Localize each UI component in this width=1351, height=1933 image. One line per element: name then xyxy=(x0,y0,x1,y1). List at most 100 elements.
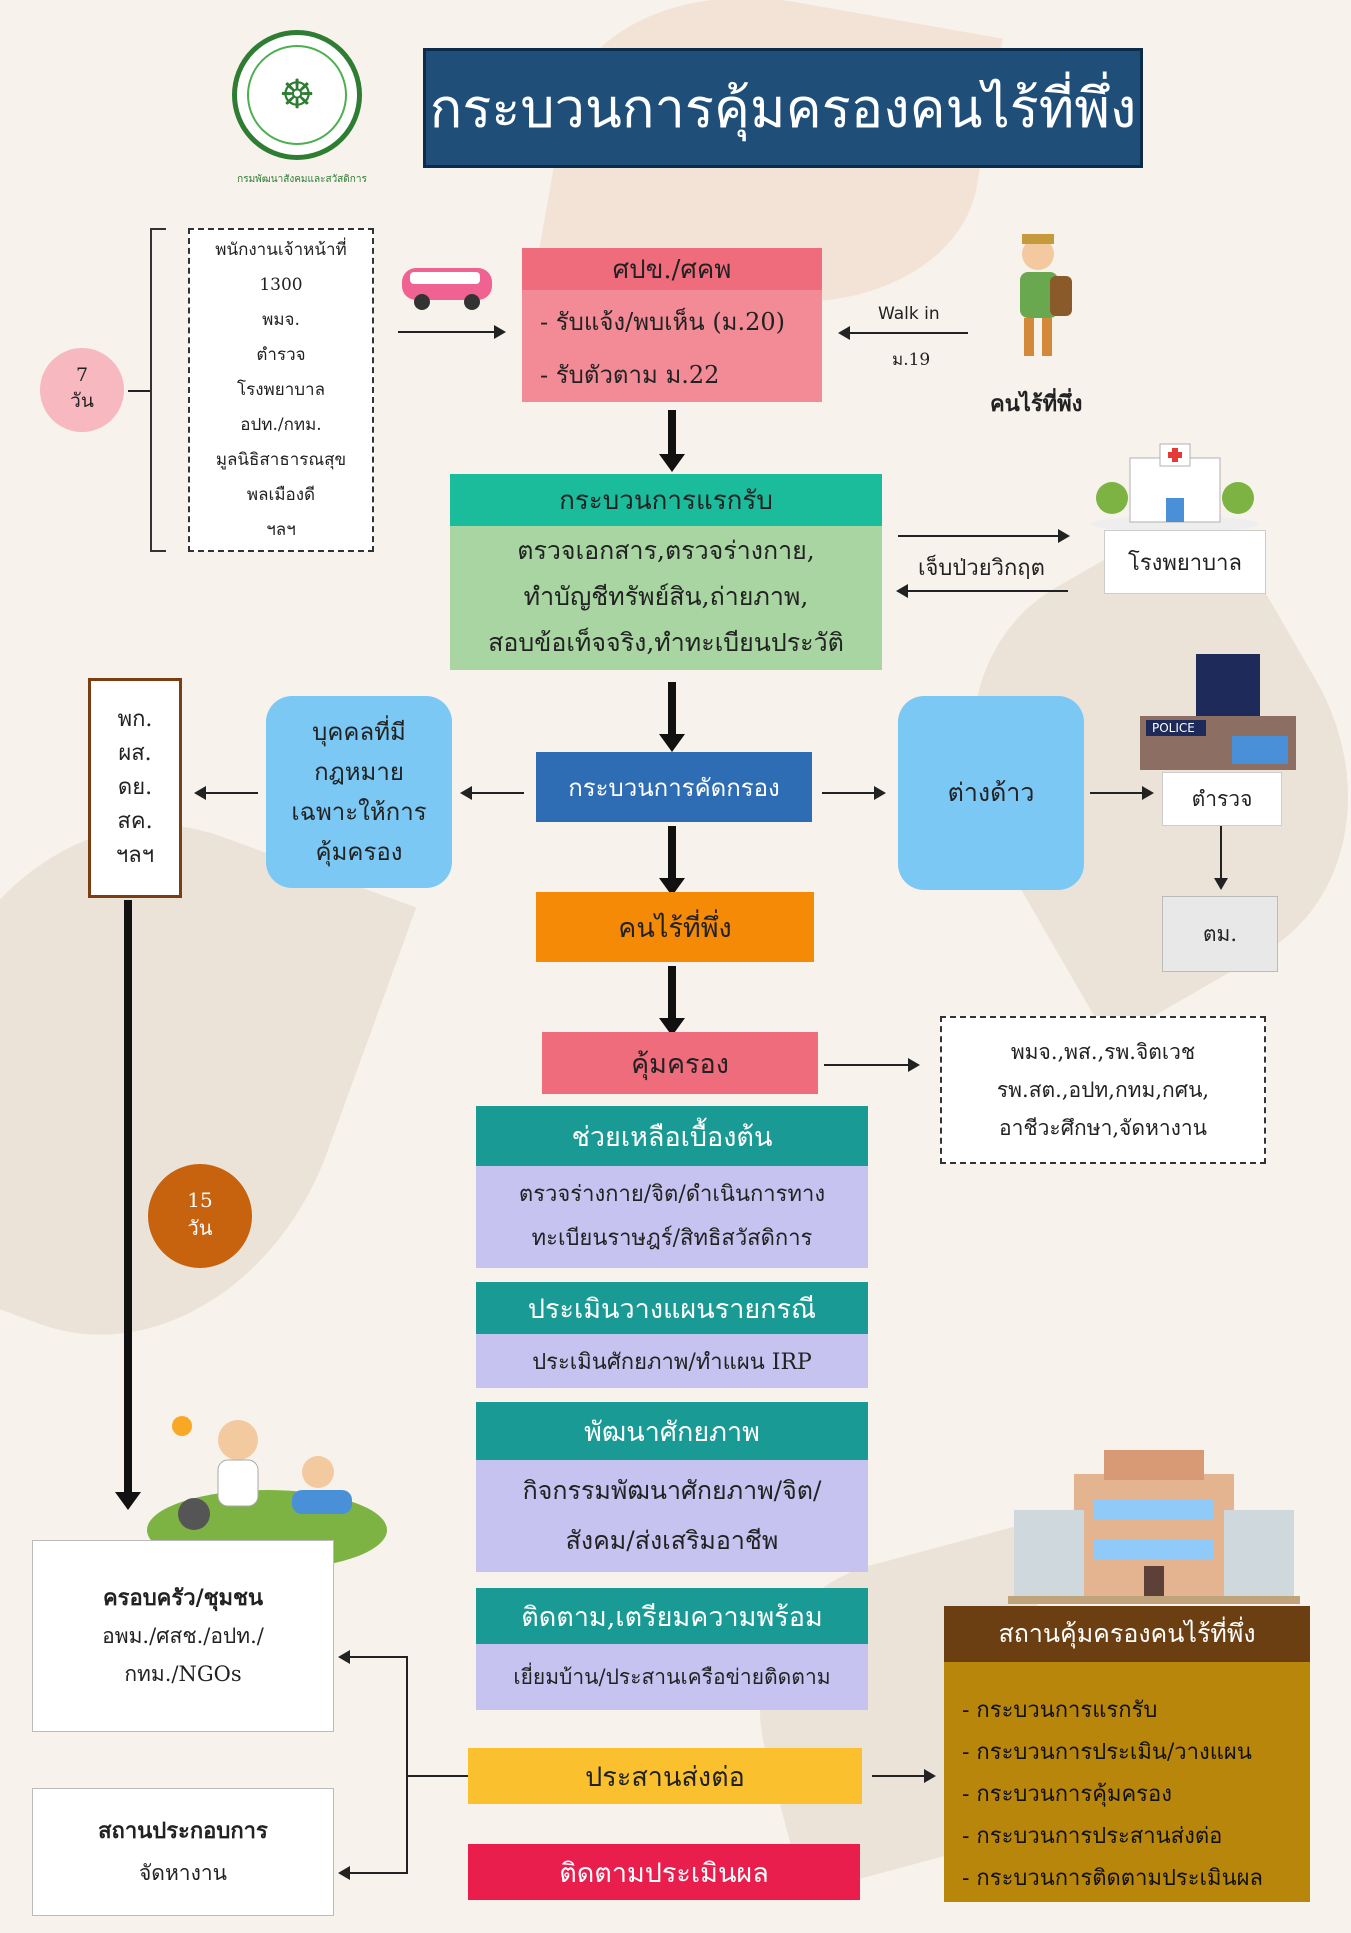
admission-details: ตรวจเอกสาร,ตรวจร่างกาย, ทำบัญชีทรัพย์สิน… xyxy=(450,526,882,666)
followup-prep-line: เยี่ยมบ้าน/ประสานเครือข่ายติดตาม xyxy=(476,1644,868,1710)
admission-heading: กระบวนการแรกรับ xyxy=(450,474,882,526)
family-heading: ครอบครัว/ชุมชน xyxy=(102,1585,264,1611)
followup-prep-heading: ติดตาม,เตรียมความพร้อม xyxy=(476,1588,868,1644)
seven-days-unit: วัน xyxy=(70,390,94,412)
partner-line: อาชีวะศึกษา,จัดหางาน xyxy=(998,1116,1208,1140)
agency-item: ดย. xyxy=(117,775,153,800)
special-law-box: บุคคลที่มี กฎหมาย เฉพาะให้การ คุ้มครอง xyxy=(266,696,452,888)
officer-item: ตำรวจ xyxy=(256,344,306,365)
case-plan-heading: ประเมินวางแผนรายกรณี xyxy=(476,1282,868,1334)
agency-item: ฯลฯ xyxy=(115,843,155,868)
fifteen-days-unit: วัน xyxy=(187,1216,213,1240)
officer-item: โรงพยาบาล xyxy=(236,379,326,400)
shelter-process-item: - กระบวนการแรกรับ xyxy=(962,1698,1158,1723)
shelter-box: สถานคุ้มครองคนไร้ที่พึ่ง - กระบวนการแรกร… xyxy=(944,1606,1310,1902)
seven-days-badge: 7 วัน xyxy=(40,348,124,432)
foreigner-box: ต่างด้าว xyxy=(898,696,1084,890)
admission-line: ทำบัญชีทรัพย์สิน,ถ่ายภาพ, xyxy=(523,582,809,611)
fifteen-days-badge: 15 วัน xyxy=(148,1164,252,1268)
arrow-to-intake xyxy=(398,325,506,339)
employer-box: สถานประกอบการ จัดหางาน xyxy=(32,1788,334,1916)
basic-help-box: ช่วยเหลือเบื้องต้น ตรวจร่างกาย/จิต/ดำเนิ… xyxy=(476,1106,868,1268)
intake-box: ศปข./ศคพ - รับแจ้ง/พบเห็น (ม.20) - รับตั… xyxy=(522,248,822,402)
department-logo: ☸ xyxy=(232,30,362,160)
followup-prep-box: ติดตาม,เตรียมความพร้อม เยี่ยมบ้าน/ประสาน… xyxy=(476,1588,868,1710)
van-icon xyxy=(398,262,498,312)
employer-heading: สถานประกอบการ xyxy=(98,1818,268,1844)
special-law-line: กฎหมาย xyxy=(314,758,404,786)
shelter-process-item: - กระบวนการประสานส่งต่อ xyxy=(962,1824,1223,1849)
agencies-to-family-line xyxy=(124,900,132,1494)
fifteen-days-number: 15 xyxy=(187,1188,213,1212)
develop-heading: พัฒนาศักยภาพ xyxy=(476,1402,868,1460)
homeless-person-icon xyxy=(998,226,1088,366)
protect-box: คุ้มครอง xyxy=(542,1032,818,1094)
seven-days-number: 7 xyxy=(75,364,89,386)
officer-item: 1300 xyxy=(259,274,303,295)
hospital-box: โรงพยาบาล xyxy=(1104,530,1266,594)
evaluate-box: ติดตามประเมินผล xyxy=(468,1844,860,1900)
officer-item: อปท./กทม. xyxy=(240,414,322,435)
admission-line: สอบข้อเท็จจริง,ทำทะเบียนประวัติ xyxy=(488,628,844,657)
coordinate-box: ประสานส่งต่อ xyxy=(468,1748,862,1804)
arrow-to-shelter xyxy=(872,1769,936,1783)
shelter-process-item: - กระบวนการติดตามประเมินผล xyxy=(962,1866,1263,1891)
shelter-process-item: - กระบวนการคุ้มครอง xyxy=(962,1782,1172,1807)
walkin-section: ม.19 xyxy=(892,350,931,370)
admission-line: ตรวจเอกสาร,ตรวจร่างกาย, xyxy=(517,536,815,565)
arrow-to-employer xyxy=(338,1866,408,1880)
police-sign: POLICE xyxy=(1152,721,1195,735)
special-law-line: บุคคลที่มี xyxy=(312,718,406,746)
partners-box: พมจ.,พส.,รพ.จิตเวช รพ.สต.,อปท,กทม,กศน, อ… xyxy=(940,1016,1266,1164)
family-box: ครอบครัว/ชุมชน อพม./ศสช./อปท./ กทม./NGOs xyxy=(32,1540,334,1732)
officers-list: พนักงานเจ้าหน้าที่ 1300 พมจ. ตำรวจ โรงพย… xyxy=(188,228,374,552)
agency-item: ผส. xyxy=(118,741,152,766)
develop-details: กิจกรรมพัฒนาศักยภาพ/จิต/ สังคม/ส่งเสริมอ… xyxy=(476,1460,868,1572)
homeless-person-label: คนไร้ที่พึ่ง xyxy=(990,391,1083,417)
arrow-to-family xyxy=(338,1650,408,1664)
logo-caption: กรมพัฒนาสังคมและสวัสดิการ xyxy=(237,174,367,185)
arrow-to-police xyxy=(1090,786,1154,800)
bracket-tick xyxy=(128,390,150,392)
family-line: อพม./ศสช./อปท./ xyxy=(102,1624,264,1648)
officer-item: ฯลฯ xyxy=(266,519,296,540)
basic-help-heading: ช่วยเหลือเบื้องต้น xyxy=(476,1106,868,1166)
admission-box: กระบวนการแรกรับ ตรวจเอกสาร,ตรวจร่างกาย, … xyxy=(450,474,882,670)
intake-line: - รับแจ้ง/พบเห็น (ม.20) xyxy=(540,308,786,336)
case-plan-box: ประเมินวางแผนรายกรณี ประเมินศักยภาพ/ทำแผ… xyxy=(476,1282,868,1388)
basic-help-details: ตรวจร่างกาย/จิต/ดำเนินการทาง ทะเบียนราษฎ… xyxy=(476,1166,868,1268)
homeless-box: คนไร้ที่พึ่ง xyxy=(536,892,814,962)
special-law-line: คุ้มครอง xyxy=(315,838,403,866)
basic-help-line: ทะเบียนราษฎร์/สิทธิสวัสดิการ xyxy=(531,1226,813,1251)
case-plan-line: ประเมินศักยภาพ/ทำแผน IRP xyxy=(476,1334,868,1388)
arrow-to-agencies xyxy=(194,786,258,800)
agencies-to-family-arrowhead xyxy=(115,1492,141,1510)
hospital-icon xyxy=(1090,440,1260,530)
develop-line: กิจกรรมพัฒนาศักยภาพ/จิต/ xyxy=(522,1476,822,1505)
arrow-admission-to-screening xyxy=(659,682,685,752)
page-title: กระบวนการคุ้มครองคนไร้ที่พึ่ง xyxy=(423,48,1143,168)
develop-box: พัฒนาศักยภาพ กิจกรรมพัฒนาศักยภาพ/จิต/ สั… xyxy=(476,1402,868,1572)
agency-item: สค. xyxy=(117,809,153,834)
basic-help-line: ตรวจร่างกาย/จิต/ดำเนินการทาง xyxy=(518,1182,826,1207)
coordinate-connector-horizontal xyxy=(408,1775,468,1777)
family-line: กทม./NGOs xyxy=(124,1662,242,1686)
intake-line: - รับตัวตาม ม.22 xyxy=(540,361,720,389)
officer-item: พลเมืองดี xyxy=(246,484,316,505)
arrow-to-partners xyxy=(824,1058,920,1072)
immigration-box: ตม. xyxy=(1162,896,1278,972)
walkin-arrow xyxy=(838,326,968,340)
officer-item: พนักงานเจ้าหน้าที่ xyxy=(215,239,347,260)
arrow-homeless-to-protect xyxy=(659,966,685,1036)
coordinate-connector-vertical xyxy=(406,1656,408,1874)
special-law-line: เฉพาะให้การ xyxy=(291,798,427,826)
screening-box: กระบวนการคัดกรอง xyxy=(536,752,812,822)
police-station-icon: POLICE xyxy=(1136,650,1300,772)
arrow-screening-to-homeless xyxy=(659,826,685,896)
shelter-process-item: - กระบวนการประเมิน/วางแผน xyxy=(962,1740,1252,1765)
arrow-to-special-law xyxy=(460,786,524,800)
agencies-box: พก. ผส. ดย. สค. ฯลฯ xyxy=(88,678,182,898)
walkin-label: Walk in xyxy=(878,304,940,324)
employer-line: จัดหางาน xyxy=(139,1861,227,1885)
critical-illness-label: เจ็บป่วยวิกฤต xyxy=(918,556,1045,581)
